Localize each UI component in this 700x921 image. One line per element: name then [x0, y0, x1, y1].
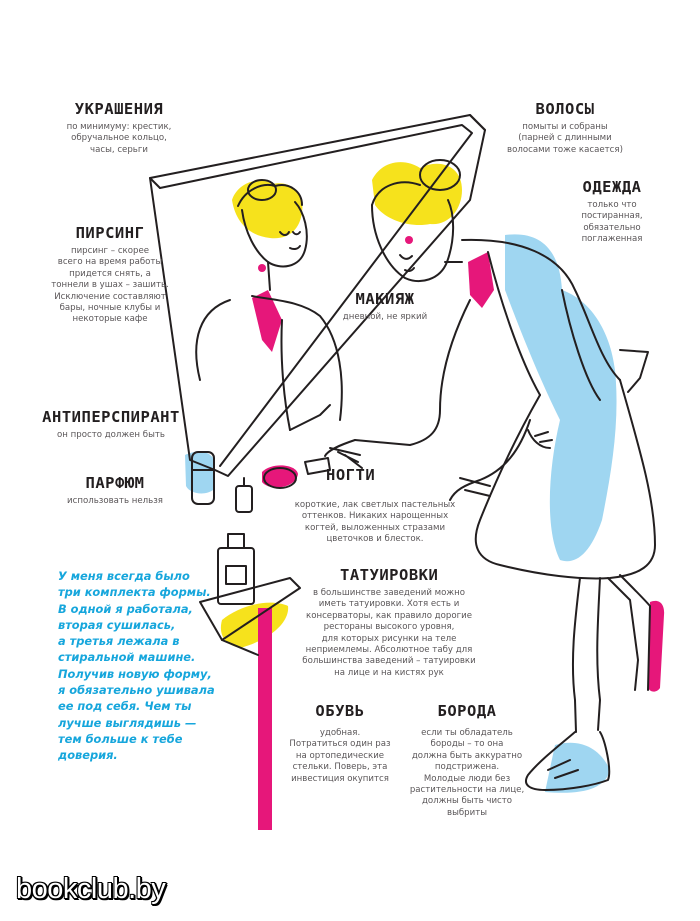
quote-line: В одной я работала,	[58, 601, 193, 616]
label-title: ТАТУИРОВКИ	[340, 566, 439, 584]
label-parfyum: ПАРФЮМ использовать нельзя	[56, 474, 174, 507]
tattoo	[527, 429, 553, 449]
quote-line: тем больше к тебе	[58, 731, 183, 746]
label-text: удобная. Потратиться один раз на ортопед…	[289, 728, 391, 784]
heel-pink	[648, 600, 665, 692]
earring-pink-reflection	[258, 264, 266, 272]
label-ukrasheniya: УКРАШЕНИЯ по минимуму: крестик, обручаль…	[54, 100, 184, 156]
watermark: bookclub.by	[16, 873, 166, 905]
shoe-blue-patch	[545, 742, 610, 793]
woman-arm	[354, 299, 471, 446]
earring-pink-woman	[405, 236, 413, 244]
label-text: по минимуму: крестик, обручальное кольцо…	[66, 122, 172, 155]
label-antiperspirant: АНТИПЕРСПИРАНТ он просто должен быть	[36, 408, 186, 441]
quote: У меня всегда было три комплекта формы. …	[58, 568, 226, 764]
label-title: МАКИЯЖ	[355, 290, 415, 308]
quote-line: стиральной машине.	[58, 650, 196, 665]
label-title: БОРОДА	[437, 702, 497, 720]
quote-line: Получив новую форму,	[58, 666, 212, 681]
collar-pink-woman	[468, 252, 494, 308]
label-text: он просто должен быть	[57, 430, 165, 440]
antiperspirant-bottle	[191, 451, 215, 505]
label-title: НОГТИ	[326, 466, 376, 484]
lipstick-cap	[263, 467, 297, 489]
stand-pink-pole	[258, 608, 272, 830]
label-title: УКРАШЕНИЯ	[74, 100, 164, 118]
shelf-yellow-patch	[220, 602, 289, 648]
label-volosy: ВОЛОСЫ помыты и собраны (парней с длинны…	[500, 100, 630, 156]
label-pirsing: ПИРСИНГ пирсинг – скорее всего на время …	[42, 224, 178, 326]
label-text: только что постиранная, обязательно погл…	[581, 200, 643, 245]
quote-line: а третья лежала в	[58, 634, 180, 649]
label-text: использовать нельзя	[67, 496, 163, 506]
label-makiyazh: МАКИЯЖ дневной, не яркий	[330, 290, 440, 323]
label-text: короткие, лак светлых пастельных оттенко…	[294, 500, 456, 545]
label-title: ПИРСИНГ	[75, 224, 145, 242]
quote-line: доверия.	[58, 748, 118, 763]
label-tatuirovki: ТАТУИРОВКИ в большинстве заведений можно…	[294, 566, 484, 679]
label-text: если ты обладатель бороды – то она должн…	[409, 728, 525, 818]
woman-head	[371, 199, 455, 282]
shoe	[525, 731, 611, 791]
label-obuv: ОБУВЬ удобная. Потратиться один раз на о…	[284, 702, 396, 785]
nail-polish	[235, 485, 253, 513]
label-boroda: БОРОДА если ты обладатель бороды – то он…	[404, 702, 530, 819]
woman-skirt	[474, 379, 656, 580]
lipstick-tube	[304, 457, 331, 475]
quote-line: три комплекта формы.	[58, 585, 211, 600]
hair-yellow-woman	[372, 162, 462, 226]
label-text: дневной, не яркий	[342, 312, 428, 322]
label-title: ПАРФЮМ	[85, 474, 145, 492]
dress-blue-patch	[505, 234, 617, 562]
quote-line: вторая сушилась,	[58, 617, 176, 632]
woman-torso	[461, 238, 621, 381]
label-text: помыты и собраны (парней с длинными воло…	[507, 122, 623, 155]
woman-leg-back	[619, 574, 651, 691]
label-text: пирсинг – скорее всего на время работы п…	[51, 246, 169, 325]
label-nogti: НОГТИ короткие, лак светлых пастельных о…	[290, 466, 460, 546]
label-text: в большинстве заведений можно иметь тату…	[302, 588, 476, 678]
quote-line: ее под себя. Чем ты	[58, 699, 192, 714]
label-title: ОДЕЖДА	[582, 178, 642, 196]
reflection-head	[241, 201, 308, 268]
quote-line: я обязательно ушивала	[58, 683, 215, 698]
woman-leg-front	[596, 577, 601, 731]
lipstick-pink	[262, 465, 298, 488]
quote-line: У меня всегда было	[58, 569, 190, 583]
woman-arm2	[449, 419, 531, 501]
quote-line: лучше выглядишь —	[58, 715, 197, 730]
label-title: ОБУВЬ	[315, 702, 365, 720]
label-title: ВОЛОСЫ	[535, 100, 595, 118]
mirror-inner	[159, 124, 473, 467]
label-odezhda: ОДЕЖДА только что постиранная, обязатель…	[562, 178, 662, 246]
shelf	[199, 577, 301, 641]
collar-pink-reflection	[252, 290, 282, 352]
label-title: АНТИПЕРСПИРАНТ	[42, 408, 180, 426]
